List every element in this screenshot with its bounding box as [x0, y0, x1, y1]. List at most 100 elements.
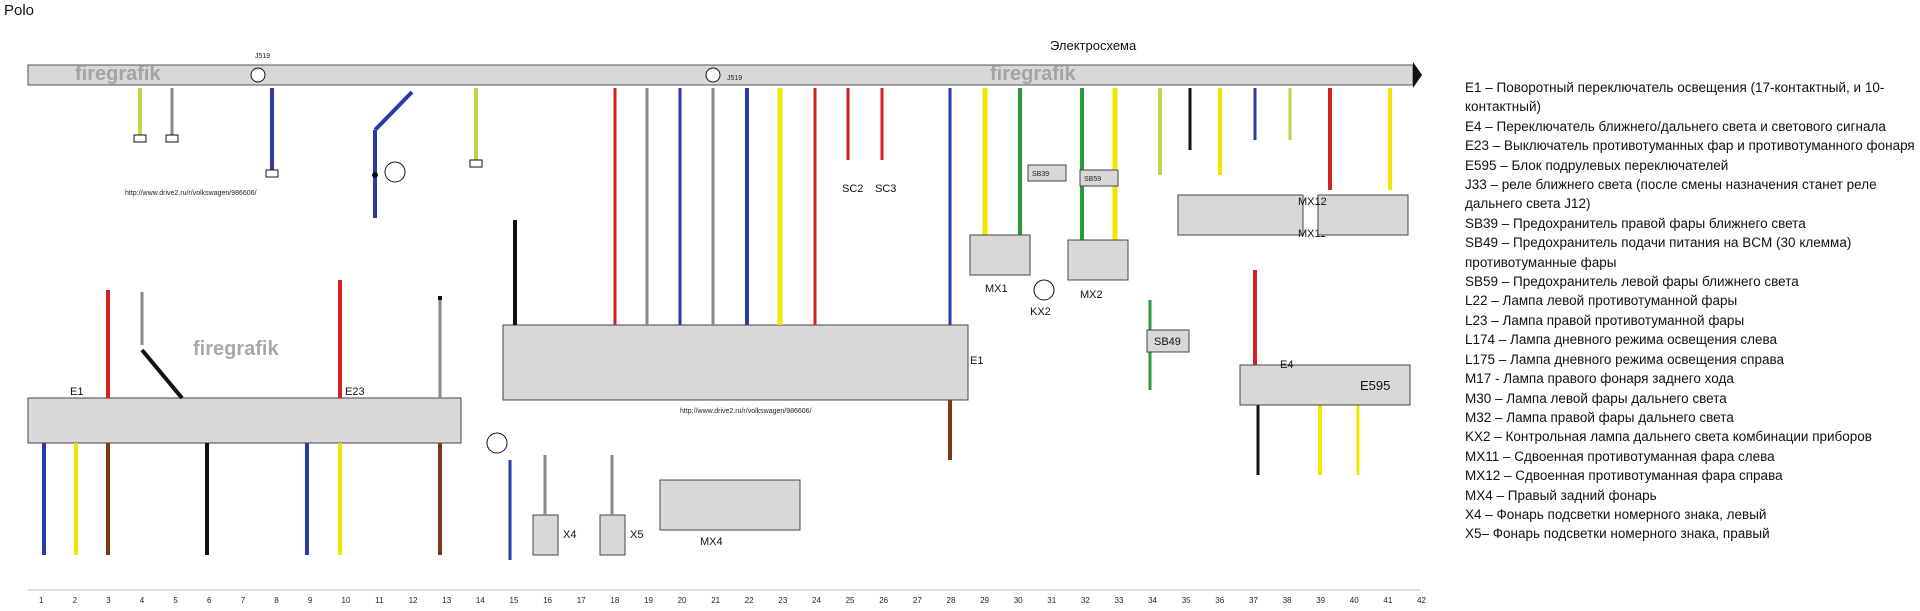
column-number: 40	[1350, 596, 1359, 605]
column-number: 22	[745, 596, 754, 605]
column-number: 23	[778, 596, 787, 605]
legend-item: M32 – Лампа правой фары дальнего света	[1465, 409, 1734, 425]
e1-upper-wires	[106, 280, 442, 400]
e595-block	[1239, 364, 1411, 406]
legend-item: M30 – Лампа левой фары дальнего света	[1465, 390, 1727, 406]
column-number: 9	[308, 596, 313, 605]
x5-label: X5	[630, 529, 643, 541]
column-number: 29	[980, 596, 989, 605]
column-number: 39	[1316, 596, 1325, 605]
sb49-block	[1146, 329, 1190, 353]
column-number: 30	[1014, 596, 1023, 605]
sb39-block	[1027, 164, 1067, 182]
column-number: 11	[375, 596, 384, 605]
mx12-label: MX12	[1298, 196, 1327, 208]
e1-label: E1	[70, 386, 83, 398]
url-watermark-2: http://www.drive2.ru/r/volkswagen/986606…	[680, 408, 812, 415]
e595-label: E595	[1360, 378, 1390, 393]
legend-item: KX2 – Контрольная лампа дальнего света к…	[1465, 429, 1872, 445]
column-number: 5	[173, 596, 178, 605]
upper-left-wires	[133, 88, 483, 218]
sc3-label: SC3	[875, 183, 896, 195]
mx1-label: MX1	[985, 283, 1008, 295]
column-number: 27	[913, 596, 922, 605]
mx12-block	[1317, 194, 1409, 236]
column-number: 8	[274, 596, 279, 605]
column-number: 19	[644, 596, 653, 605]
legend-item: L23 – Лампа правой противотуманной фары	[1465, 312, 1745, 328]
column-number: 21	[711, 596, 720, 605]
j519-symbol-icon-mid	[705, 67, 721, 83]
column-number: 1	[39, 596, 44, 605]
column-number: 4	[140, 596, 145, 605]
diagram-title: Электросхема	[1050, 38, 1137, 53]
legend-item: L175 – Лампа дневного режима освещения с…	[1465, 351, 1785, 367]
column-number: 6	[207, 596, 212, 605]
j519-symbol-icon-left	[250, 67, 266, 83]
legend-item: MX4 – Правый задний фонарь	[1465, 487, 1657, 503]
middle-wires	[513, 88, 952, 460]
legend-item: L22 – Лампа левой противотуманной фары	[1465, 293, 1738, 309]
column-number: 13	[442, 596, 451, 605]
column-number: 14	[476, 596, 485, 605]
legend-item: X4 – Фонарь подсветки номерного знака, л…	[1465, 506, 1767, 522]
url-watermark-1: http://www.drive2.ru/r/volkswagen/986606…	[125, 190, 257, 197]
legend-item: E1 – Поворотный переключатель освещения …	[1465, 80, 1885, 115]
mx1-block	[969, 234, 1031, 276]
legend-item: E595 – Блок подрулевых переключателей	[1465, 157, 1729, 173]
column-number: 36	[1215, 596, 1224, 605]
mx2-label: MX2	[1080, 289, 1103, 301]
column-number: 34	[1148, 596, 1157, 605]
legend-item: E4 – Переключатель ближнего/дальнего све…	[1465, 118, 1886, 134]
column-number: 20	[678, 596, 687, 605]
column-number: 28	[947, 596, 956, 605]
column-number: 2	[73, 596, 78, 605]
kx2-symbol-icon	[1033, 279, 1055, 301]
legend-item: MX11 – Сдвоенная противотуманная фара сл…	[1465, 448, 1775, 464]
watermark-1: firegrafik	[75, 63, 161, 85]
column-number: 35	[1182, 596, 1191, 605]
e23-label: E23	[345, 386, 365, 398]
legend-item: SB39 – Предохранитель правой фары ближне…	[1465, 215, 1806, 231]
watermark-2: firegrafik	[990, 63, 1076, 85]
watermark-3: firegrafik	[193, 338, 279, 360]
column-number: 15	[510, 596, 519, 605]
mx4-block	[659, 479, 801, 531]
bus-label-left: J519	[255, 53, 270, 60]
kx2-label: KX2	[1030, 306, 1051, 318]
column-number: 41	[1383, 596, 1392, 605]
e1-right-label: E1	[970, 355, 983, 367]
legend-item: M17 - Лампа правого фонаря заднего хода	[1465, 371, 1734, 387]
legend-item: L174 – Лампа дневного режима освещения с…	[1465, 332, 1778, 348]
column-number: 18	[610, 596, 619, 605]
e1-10pin-block	[502, 324, 969, 401]
column-number: 17	[577, 596, 586, 605]
component-legend: E1 – Поворотный переключатель освещения …	[1465, 78, 1915, 544]
column-number: 12	[409, 596, 418, 605]
x4-label: X4	[563, 529, 576, 541]
column-number: 16	[543, 596, 552, 605]
column-number: 42	[1417, 596, 1426, 605]
sb59-label: SB59	[1084, 176, 1101, 183]
bus-arrow-icon	[1413, 62, 1422, 88]
column-number: 25	[846, 596, 855, 605]
legend-item: E23 – Выключатель противотуманных фар и …	[1465, 138, 1915, 154]
column-number: 38	[1283, 596, 1292, 605]
legend-item: MX12 – Сдвоенная противотуманная фара сп…	[1465, 468, 1783, 484]
legend-item: SB49 – Предохранитель подачи питания на …	[1465, 235, 1852, 270]
mx2-block	[1067, 239, 1129, 281]
page-title: Polo	[4, 2, 35, 19]
sb59-block	[1079, 169, 1119, 187]
e1-switch-block	[27, 397, 462, 444]
mx11-block	[1177, 194, 1304, 236]
legend-item: SB59 – Предохранитель левой фары ближнег…	[1465, 274, 1799, 290]
bus-label-mid: J519	[727, 75, 742, 82]
mx4-label: MX4	[700, 536, 723, 548]
column-number: 37	[1249, 596, 1258, 605]
wiring-diagram: J519 J519 firegrafik firegrafik firegraf…	[27, 53, 1426, 605]
sb49-label: SB49	[1154, 336, 1181, 348]
column-number: 7	[241, 596, 246, 605]
legend-item: J33 – реле ближнего света (после смены н…	[1465, 177, 1877, 212]
column-number: 10	[342, 596, 351, 605]
